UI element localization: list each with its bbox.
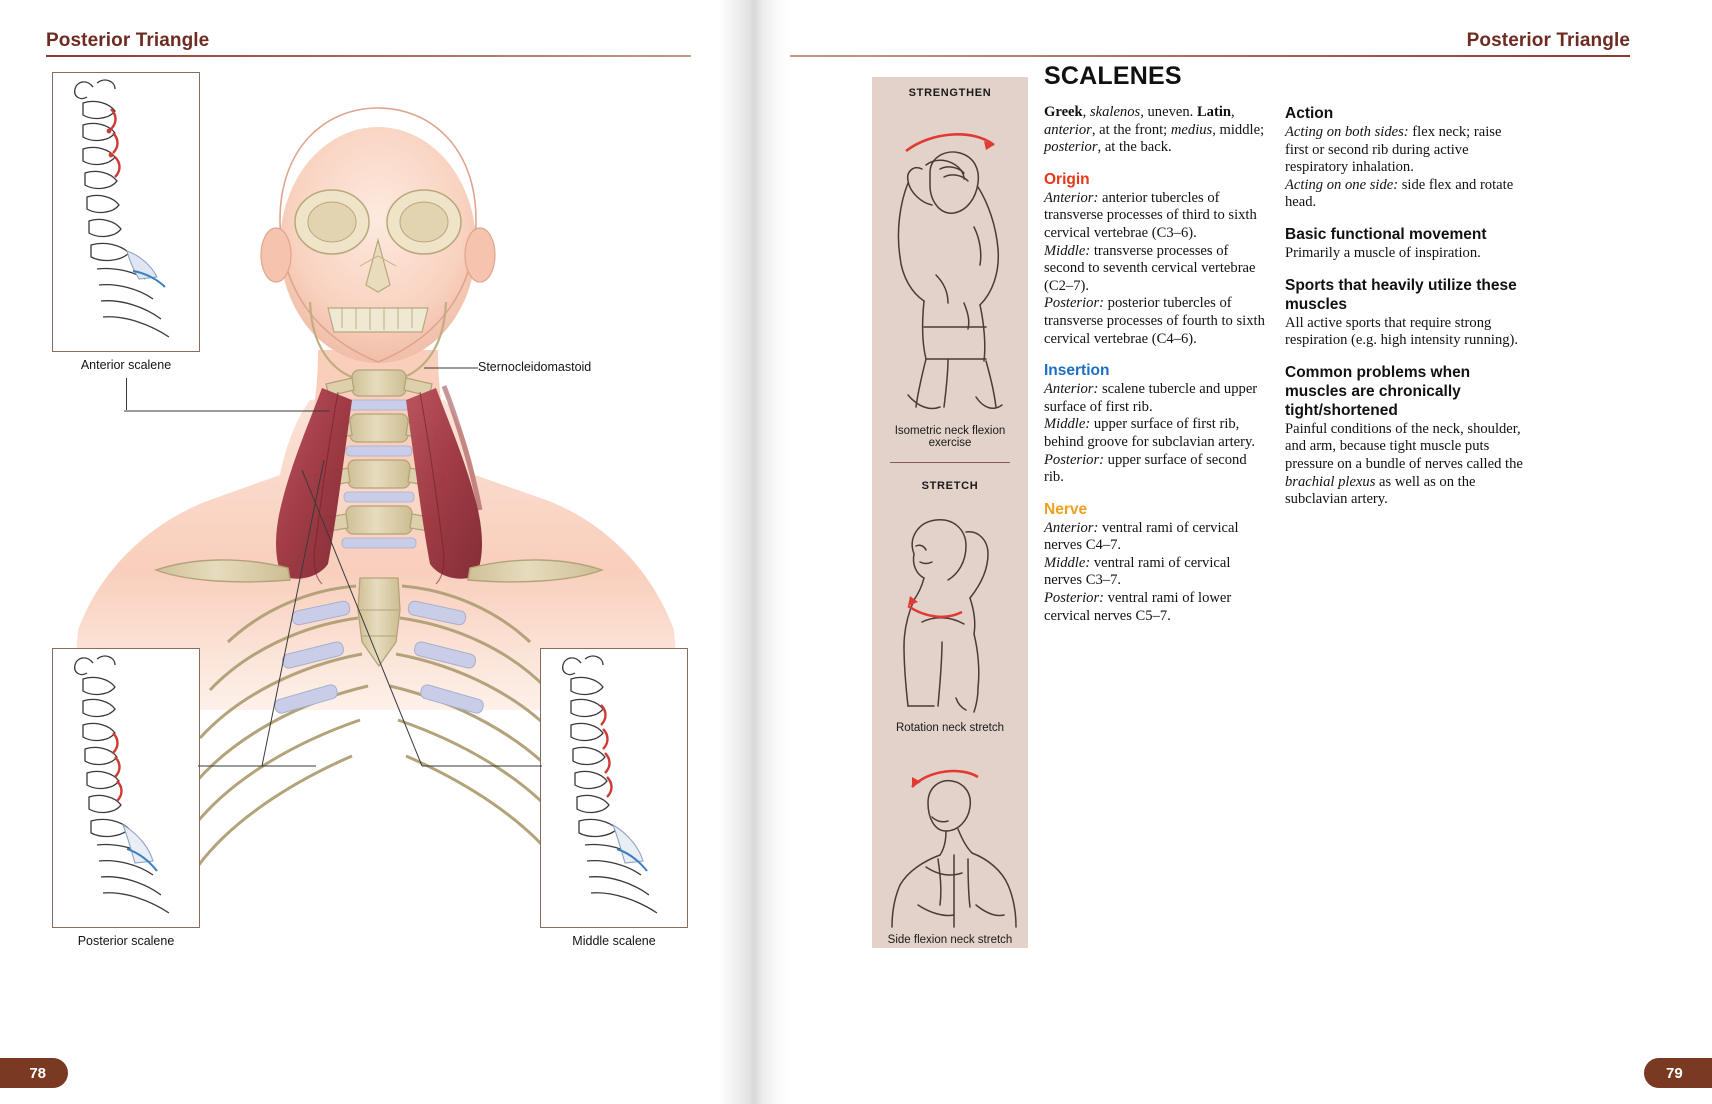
greek-term: skalenos	[1089, 104, 1141, 120]
page-number-left-value: 78	[29, 1064, 46, 1082]
origin-anterior: Anterior: anterior tubercles of transver…	[1044, 190, 1266, 243]
panel-divider	[890, 462, 1010, 464]
insertion-middle-label: Middle:	[1044, 416, 1091, 433]
illustration-side-flexion-neck-stretch	[891, 769, 1017, 928]
origin-middle: Middle: transverse processes of second t…	[1044, 243, 1266, 296]
strengthen-label: STRENGTHEN	[908, 87, 992, 99]
common-problems-emphasis: brachial plexus	[1285, 473, 1376, 490]
caption-posterior-scalene: Posterior scalene	[77, 934, 175, 948]
insertion-posterior: Posterior: upper surface of second rib.	[1044, 452, 1266, 487]
nerve-anterior-label: Anterior:	[1044, 519, 1099, 536]
page-number-right-value: 79	[1666, 1064, 1683, 1082]
page-number-left: 78	[0, 1058, 68, 1088]
nerve-anterior-text: ventral rami of cervical nerves C4–7.	[1044, 519, 1239, 554]
inset-anterior-scalene	[52, 72, 200, 352]
origin-posterior: Posterior: posterior tubercles of transv…	[1044, 295, 1266, 348]
nerve-middle: Middle: ventral rami of cervical nerves …	[1044, 555, 1266, 590]
left-page: Posterior Triangle	[0, 0, 760, 1104]
right-running-head: Posterior Triangle	[1466, 30, 1630, 51]
illustration-rotation-neck-stretch	[903, 519, 989, 713]
nerve-posterior: Posterior: ventral rami of lower cervica…	[1044, 590, 1266, 625]
action-heading: Action	[1285, 105, 1334, 122]
inset-posterior-scalene	[52, 648, 200, 928]
basic-movement-text: Primarily a muscle of inspiration.	[1285, 244, 1481, 261]
origin-anterior-text: anterior tubercles of transverse process…	[1044, 189, 1257, 241]
sports-text: All active sports that require strong re…	[1285, 314, 1519, 349]
left-running-head: Posterior Triangle	[46, 30, 210, 51]
action-one-side-text: side flex and rotate head.	[1285, 176, 1514, 211]
origin-middle-label: Middle:	[1044, 242, 1091, 259]
rotation-neck-stretch-caption: Rotation neck stretch	[895, 722, 1005, 734]
book-gutter	[718, 0, 790, 1104]
insertion-heading: Insertion	[1044, 362, 1110, 380]
main-anatomy-figure	[72, 107, 680, 867]
nerve-posterior-label: Posterior:	[1044, 590, 1104, 607]
inset-middle-scalene	[540, 648, 688, 928]
stretch-label: STRETCH	[921, 480, 979, 492]
origin-heading: Origin	[1044, 170, 1090, 188]
latin-label: Latin	[1196, 104, 1232, 120]
page-number-right: 79	[1644, 1058, 1712, 1088]
insertion-anterior-label: Anterior:	[1044, 381, 1099, 398]
nerve-middle-label: Middle:	[1044, 554, 1091, 571]
nerve-anterior: Anterior: ventral rami of cervical nerve…	[1044, 520, 1266, 555]
action-one-side-label: Acting on one side:	[1285, 176, 1399, 193]
insertion-posterior-label: Posterior:	[1044, 451, 1104, 468]
common-problems-part1: Painful conditions of the neck, shoulder…	[1285, 420, 1523, 472]
nerve-middle-text: ventral rami of cervical nerves C3–7.	[1044, 554, 1231, 589]
action-both-sides-text: flex neck; raise first or second rib dur…	[1285, 124, 1502, 176]
caption-middle-scalene: Middle scalene	[572, 934, 656, 948]
right-header-rule	[790, 55, 1630, 57]
action-both-sides-label: Acting on both sides:	[1285, 124, 1409, 140]
leader-anterior-scalene-h	[124, 410, 330, 412]
leader-anterior-scalene-v	[126, 378, 127, 410]
text-column-two: Greek, skalenos, uneven. Latin, anterior…	[1044, 104, 1266, 625]
caption-anterior-scalene: Anterior scalene	[80, 358, 172, 372]
sports-heading: Sports that heavily utilize these muscle…	[1285, 276, 1517, 313]
action-both-sides: Acting on both sides: flex neck; raise f…	[1285, 124, 1525, 177]
leader-posterior-scalene-diag	[261, 460, 325, 767]
insertion-middle: Middle: upper surface of first rib, behi…	[1044, 416, 1266, 451]
common-problems-text: Painful conditions of the neck, shoulder…	[1285, 421, 1525, 509]
greek-label: Greek	[1044, 104, 1083, 120]
muscle-title: SCALENES	[1044, 62, 1182, 90]
illustration-isometric-neck-flexion	[897, 133, 1003, 410]
common-problems-heading: Common problems when muscles are chronic…	[1285, 363, 1471, 419]
origin-anterior-label: Anterior:	[1044, 189, 1099, 206]
strengthen-caption: Isometric neck flexion exercise	[894, 425, 1006, 449]
latin-text: , anterior, at the front; medius, middle…	[1044, 104, 1265, 156]
leader-sternocleidomastoid	[424, 367, 478, 369]
leader-middle-scalene	[422, 765, 542, 767]
right-page: Posterior Triangle STRENGTHEN	[790, 0, 1712, 1104]
insertion-anterior: Anterior: scalene tubercle and upper sur…	[1044, 381, 1266, 416]
insertion-anterior-text: scalene tubercle and upper surface of fi…	[1044, 381, 1258, 415]
text-column-three: Action Acting on both sides: flex neck; …	[1285, 104, 1525, 509]
leader-middle-scalene-diag	[301, 470, 423, 767]
action-one-side: Acting on one side: side flex and rotate…	[1285, 177, 1525, 212]
insertion-middle-text: upper surface of first rib, behind groov…	[1044, 416, 1255, 450]
greek-meaning: , uneven.	[1140, 104, 1197, 120]
caption-sternocleidomastoid: Sternocleidomastoid	[478, 360, 592, 374]
basic-movement-heading: Basic functional movement	[1285, 225, 1487, 243]
nerve-posterior-text: ventral rami of lower cervical nerves C5…	[1044, 590, 1232, 624]
nerve-heading: Nerve	[1044, 500, 1088, 518]
common-problems-part2: as well as on the subclavian artery.	[1285, 473, 1476, 508]
greek-comma: ,	[1082, 104, 1090, 120]
origin-middle-text: transverse processes of second to sevent…	[1044, 242, 1256, 294]
origin-posterior-text: posterior tubercles of transverse proces…	[1044, 295, 1265, 347]
leader-posterior-scalene	[198, 765, 316, 767]
origin-posterior-label: Posterior:	[1044, 295, 1104, 312]
exercise-panel: STRENGTHEN	[872, 77, 1028, 948]
insertion-posterior-text: upper surface of second rib.	[1044, 451, 1247, 486]
etymology-paragraph: Greek, skalenos, uneven. Latin, anterior…	[1044, 104, 1266, 157]
left-header-rule	[46, 55, 691, 57]
side-flexion-neck-stretch-caption: Side flexion neck stretch	[887, 934, 1013, 946]
